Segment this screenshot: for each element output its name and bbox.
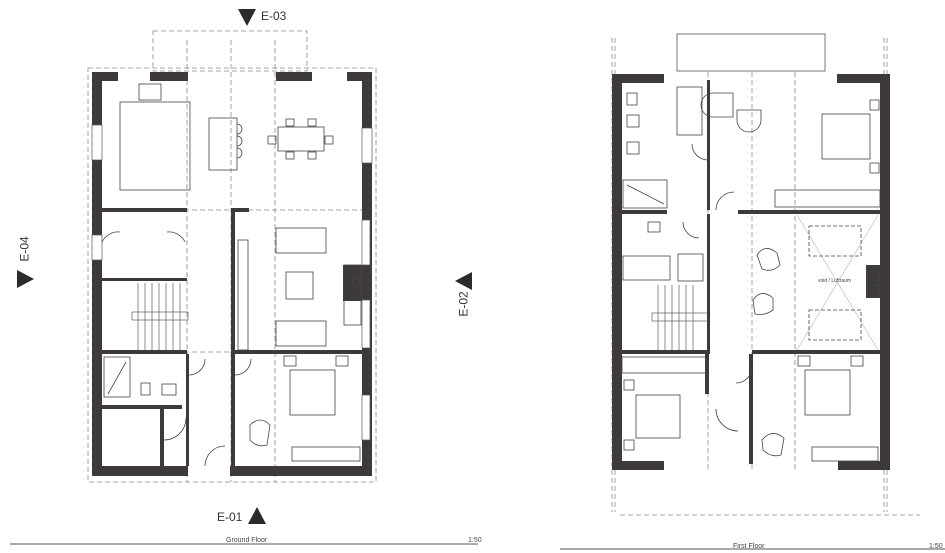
elevation-marker-e04-icon xyxy=(17,270,34,288)
ground-floor-scale: 1:50 xyxy=(468,537,482,544)
elevation-marker-e01-icon xyxy=(248,507,266,524)
elevation-marker-e02-icon xyxy=(455,272,472,290)
ground-floor-title: Ground Floor xyxy=(226,537,268,544)
first-floor-title: First Floor xyxy=(733,543,765,550)
elevation-marker-e03-icon xyxy=(238,9,256,26)
elevation-label-e01: E-01 xyxy=(217,510,243,524)
first-floor-scale: 1:50 xyxy=(929,543,943,550)
elevation-label-e03: E-03 xyxy=(261,9,287,23)
